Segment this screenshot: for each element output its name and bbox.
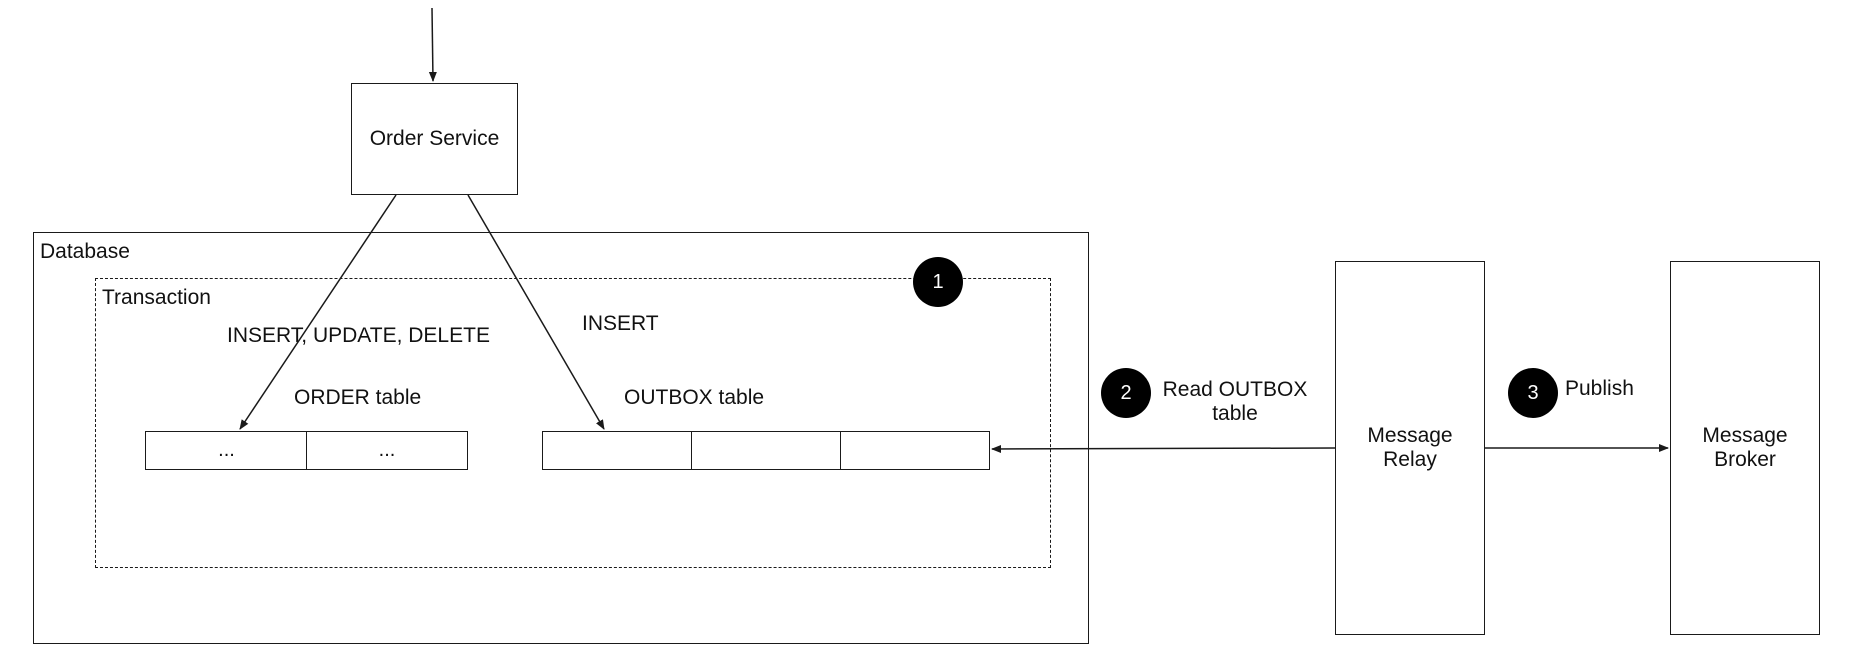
- order-table-cell-2: ...: [306, 431, 468, 470]
- outbox-table-label: OUTBOX table: [624, 386, 765, 409]
- transaction-container: [95, 278, 1051, 568]
- message-relay-label: Message Relay: [1367, 424, 1453, 471]
- order-table-cell-1: ...: [145, 431, 308, 470]
- message-broker-box: Message Broker: [1670, 261, 1820, 635]
- database-label: Database: [40, 240, 130, 263]
- step-2-badge: 2: [1101, 368, 1151, 418]
- read-outbox-text: Read OUTBOX table: [1162, 378, 1308, 425]
- message-broker-label: Message Broker: [1702, 424, 1788, 471]
- step-3-badge: 3: [1508, 368, 1558, 418]
- publish-edge-label: Publish: [1565, 377, 1634, 400]
- message-relay-box: Message Relay: [1335, 261, 1485, 635]
- incoming-arrow: [428, 7, 437, 82]
- read-outbox-edge-label: Read OUTBOX table: [1155, 376, 1315, 428]
- outbox-table-cell-1: [542, 431, 693, 470]
- outbox-table-cell-3: [840, 431, 990, 470]
- order-service-box: Order Service: [351, 83, 518, 195]
- transaction-label: Transaction: [102, 286, 211, 309]
- order-table-label: ORDER table: [294, 386, 422, 409]
- order-table-arrow: [239, 194, 397, 430]
- outbox-table-arrow: [467, 194, 605, 430]
- read-outbox-arrow: [991, 444, 1336, 453]
- to-outbox-edge-label: INSERT: [582, 312, 659, 335]
- to-order-edge-label: INSERT, UPDATE, DELETE: [227, 324, 490, 347]
- step-1-badge: 1: [913, 257, 963, 307]
- order-service-label: Order Service: [369, 127, 500, 150]
- outbox-table-cell-2: [691, 431, 842, 470]
